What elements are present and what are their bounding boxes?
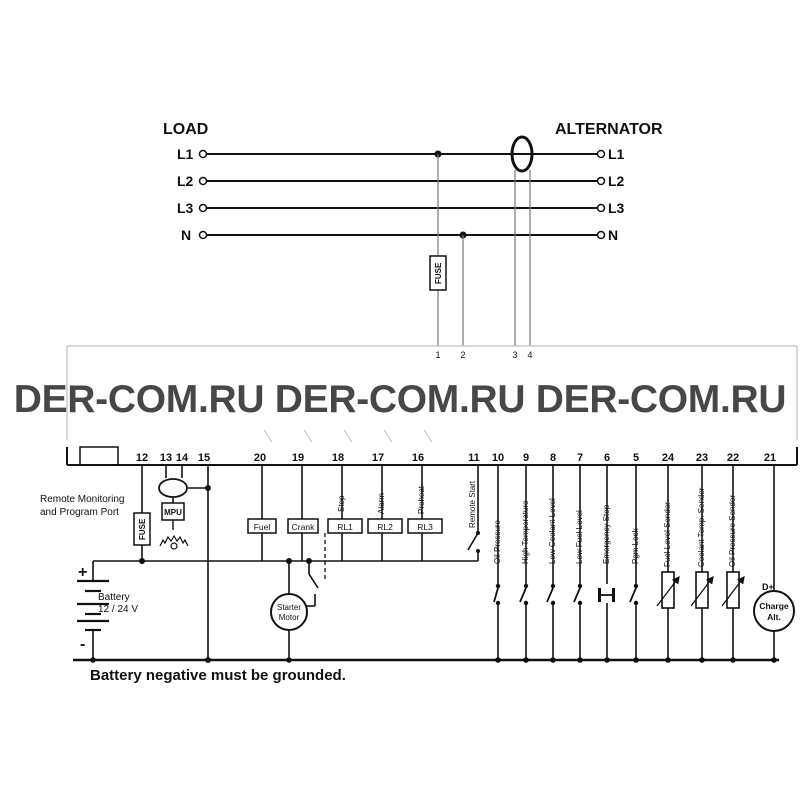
load-l3: L3 <box>177 200 194 216</box>
sender-wiring <box>667 465 734 660</box>
svg-text:13: 13 <box>160 452 172 464</box>
input-oil-pressure: Oil Pressure <box>493 519 502 564</box>
battery-label-1: Battery <box>98 592 130 603</box>
relay-crank: Crank <box>292 522 315 532</box>
svg-text:19: 19 <box>292 452 304 464</box>
relay-stop-label: Stop <box>337 495 346 512</box>
svg-text:9: 9 <box>523 452 529 464</box>
starter-label-2: Motor <box>279 613 300 622</box>
relay-rl3: RL3 <box>417 522 433 532</box>
sender-fuel-level: Fuel Level Sender <box>663 502 672 567</box>
starter-label-1: Starter <box>277 603 301 612</box>
input-low-fuel: Low Fuel Level <box>575 510 584 564</box>
sender-arrows <box>656 575 745 607</box>
svg-text:11: 11 <box>468 452 480 464</box>
controller-outline <box>66 345 798 440</box>
charge-dplus: D+ <box>762 582 774 592</box>
load-l1: L1 <box>177 146 194 162</box>
remote-port-box <box>79 446 119 465</box>
sender-oil-pressure: Oil Pressure Sender <box>728 495 737 567</box>
starter-wiring <box>288 561 319 660</box>
svg-text:22: 22 <box>727 452 739 464</box>
terminal-numbers: 12 13 14 15 20 19 18 17 16 11 10 9 8 7 6… <box>136 452 776 464</box>
svg-text:10: 10 <box>492 452 504 464</box>
supply-fuse-label: FUSE <box>138 518 147 540</box>
alt-l3: L3 <box>608 200 625 216</box>
svg-text:20: 20 <box>254 452 266 464</box>
watermark: DER-COM.RU DER-COM.RU DER-COM.RU <box>13 378 787 421</box>
sense-terminal-3: 3 <box>512 350 517 360</box>
svg-text:5: 5 <box>633 452 639 464</box>
relay-preheat-label: Preheat <box>417 485 426 514</box>
sense-terminal-1: 1 <box>435 350 440 360</box>
svg-text:7: 7 <box>577 452 583 464</box>
load-title: LOAD <box>163 121 208 138</box>
footer-note: Battery negative must be grounded. <box>90 667 346 684</box>
load-l2: L2 <box>177 173 194 189</box>
remote-port-label-2: and Program Port <box>40 507 119 518</box>
relay-rl2: RL2 <box>377 522 393 532</box>
svg-text:6: 6 <box>604 452 610 464</box>
svg-text:16: 16 <box>412 452 424 464</box>
sense-wires <box>437 154 531 346</box>
relay-rl1: RL1 <box>337 522 353 532</box>
svg-text:18: 18 <box>332 452 344 464</box>
sender-coolant-temp: Coolant Temp. Sender <box>697 487 706 567</box>
charge-alternator-icon <box>753 590 795 632</box>
svg-text:24: 24 <box>662 452 675 464</box>
svg-text:17: 17 <box>372 452 384 464</box>
input-contact-dots <box>495 583 639 606</box>
current-transformer-icon <box>510 135 534 173</box>
svg-text:23: 23 <box>696 452 708 464</box>
relay-alarm-label: Alarm <box>377 493 386 514</box>
phase-terminals <box>198 149 606 240</box>
remote-start-label: Remote Start <box>468 480 477 528</box>
phase-lines <box>207 153 597 236</box>
battery-plus: + <box>78 564 87 581</box>
remote-port-label-1: Remote Monitoring <box>40 494 124 505</box>
load-n: N <box>181 227 191 243</box>
sense-fuse-label: FUSE <box>434 262 443 284</box>
relay-boxes <box>247 518 443 534</box>
internal-contacts <box>263 429 433 443</box>
svg-text:8: 8 <box>550 452 556 464</box>
ground-dots <box>90 657 777 663</box>
sense-terminal-4: 4 <box>527 350 532 360</box>
input-pgm-lock: Pgm Lock <box>631 527 640 564</box>
input-low-coolant: Low Coolant Level <box>548 498 557 564</box>
starter-motor-icon <box>270 593 308 631</box>
input-switch-icons <box>493 587 637 603</box>
sense-terminal-2: 2 <box>460 350 465 360</box>
supply-fuse <box>133 512 151 546</box>
charge-label-2: Alt. <box>767 612 781 622</box>
battery-label-2: 12 / 24 V <box>98 604 138 615</box>
battery-icon <box>77 579 109 632</box>
svg-text:21: 21 <box>764 452 776 464</box>
input-high-temp: High Temperature <box>521 500 530 564</box>
sender-resistor-icons <box>661 571 740 609</box>
svg-text:14: 14 <box>176 452 189 464</box>
flywheel-gear-icon <box>159 534 189 547</box>
battery-minus: - <box>80 636 85 653</box>
left-wiring <box>92 465 478 660</box>
svg-text:12: 12 <box>136 452 148 464</box>
mpu-label: MPU <box>164 508 182 517</box>
svg-text:15: 15 <box>198 452 210 464</box>
sense-fuse <box>429 255 447 291</box>
mpu-sensor-icon <box>158 478 188 498</box>
input-wiring <box>497 465 637 660</box>
relay-fuel: Fuel <box>254 522 271 532</box>
input-emergency-stop: Emergency Stop <box>602 504 611 564</box>
relay-wiring <box>261 465 423 561</box>
alt-l1: L1 <box>608 146 625 162</box>
alt-l2: L2 <box>608 173 625 189</box>
charge-label-1: Charge <box>759 601 789 611</box>
alt-n: N <box>608 227 618 243</box>
alternator-title: ALTERNATOR <box>555 121 663 138</box>
